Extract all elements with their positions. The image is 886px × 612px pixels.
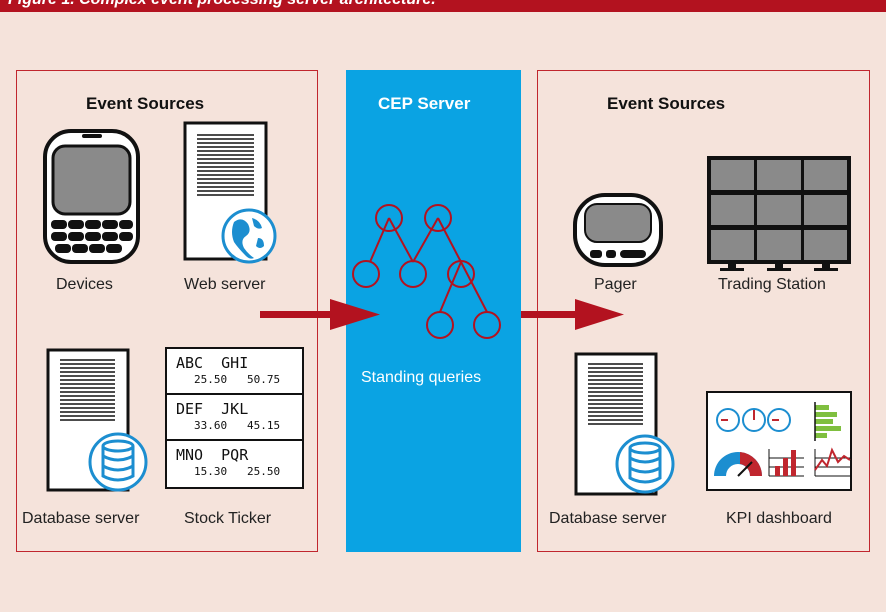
pager-icon (573, 193, 663, 267)
kpi-dashboard-icon (706, 391, 852, 491)
figure-title-bar: Figure 1. Complex event processing serve… (0, 0, 886, 12)
right-database-server-label: Database server (549, 510, 667, 527)
ticker-row-3-values: 15.30 25.50 (194, 465, 281, 478)
web-server-icon (183, 121, 268, 261)
stock-ticker-label: Stock Ticker (184, 510, 272, 527)
figure-title: Figure 1. Complex event processing serve… (8, 0, 436, 9)
device-icon (43, 129, 140, 264)
cep-server-panel (346, 70, 521, 552)
ticker-row-2-symbols: DEF JKL (176, 400, 249, 418)
pager-label: Pager (594, 276, 637, 293)
left-heading: Event Sources (86, 94, 205, 113)
database-icon (88, 432, 148, 492)
devices-label: Devices (56, 276, 113, 293)
right-heading: Event Sources (607, 94, 726, 113)
cep-server-heading: CEP Server (378, 94, 471, 113)
ticker-row-2-values: 33.60 45.15 (194, 419, 281, 432)
query-tree-icon (352, 204, 501, 339)
ticker-row-3-symbols: MNO PQR (176, 446, 249, 464)
ticker-row-1-values: 25.50 50.75 (194, 373, 281, 386)
trading-station-label: Trading Station (718, 276, 826, 293)
database-server-label: Database server (22, 510, 140, 527)
kpi-dashboard-label: KPI dashboard (726, 510, 832, 527)
stock-ticker-icon (165, 347, 304, 489)
ticker-row-1-symbols: ABC GHI (176, 354, 249, 372)
left-flow-arrow (260, 299, 380, 330)
right-flow-arrow (521, 299, 624, 330)
web-server-label: Web server (184, 276, 266, 293)
right-database-icon (615, 434, 675, 494)
trading-station-icon (707, 156, 851, 271)
globe-icon (221, 208, 277, 264)
standing-queries-label: Standing queries (361, 369, 482, 386)
